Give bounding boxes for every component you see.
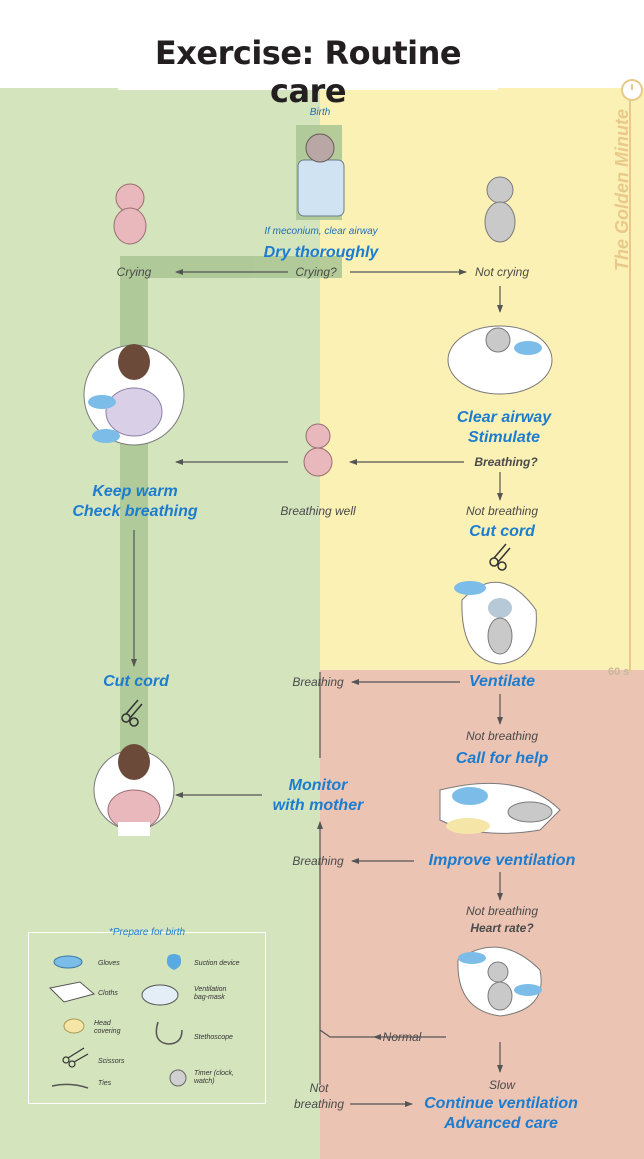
node-check-breathing: Check breathing	[72, 503, 198, 520]
legend-suction: Suction device	[194, 960, 240, 967]
node-cut-cord-1: Cut cord	[469, 523, 535, 540]
node-not-breathing-2: Not breathing	[465, 729, 539, 743]
baby-birth-illustration	[297, 133, 345, 217]
node-not-breathing-1: Not breathing	[465, 504, 539, 518]
node-breathing-question: Breathing?	[474, 455, 538, 469]
node-continue-ventilation: Continue ventilation	[424, 1095, 578, 1112]
node-breathing-1: Breathing	[292, 675, 344, 689]
node-advanced-care: Advanced care	[444, 1115, 558, 1132]
red-zone	[320, 670, 644, 1159]
stimulate-illustration	[447, 325, 553, 395]
legend-scissors: Scissors	[98, 1058, 125, 1065]
improve-ventilation-illustration	[439, 782, 561, 834]
node-breathing-3: breathing	[293, 1097, 345, 1111]
mother-skin-to-skin-illustration	[83, 344, 185, 446]
legend-cloths: Cloths	[98, 990, 118, 997]
node-heart-rate-question: Heart rate?	[470, 921, 534, 935]
scissors-illustration-1	[489, 543, 511, 571]
node-not-crying: Not crying	[474, 265, 530, 279]
legend-gloves: Gloves	[98, 960, 120, 967]
gloves-icon	[53, 955, 83, 969]
node-breathing-2: Breathing	[292, 854, 344, 868]
sixty-seconds-mark: 60 s	[608, 666, 630, 678]
legend-ties: Ties	[98, 1080, 112, 1087]
legend-stethoscope: Stethoscope	[194, 1034, 233, 1041]
baby-breathing-well-illustration	[303, 423, 333, 477]
legend-title: *Prepare for birth	[108, 927, 186, 938]
legend-head-covering: Head covering	[94, 1020, 121, 1035]
equipment-legend: *Prepare for birth	[28, 927, 266, 1104]
node-not: Not	[309, 1081, 329, 1095]
scissors-icon	[62, 1047, 89, 1068]
node-slow: Slow	[488, 1078, 515, 1092]
node-with-mother: with mother	[272, 797, 364, 814]
baby-not-crying-illustration	[484, 176, 516, 243]
node-breathing-well: Breathing well	[280, 504, 356, 518]
scissors-illustration-2	[121, 699, 143, 727]
node-normal: Normal	[382, 1030, 422, 1044]
node-crying-question: Crying?	[295, 265, 337, 279]
ventilation-bag-icon	[141, 984, 179, 1006]
node-monitor: Monitor	[288, 777, 348, 794]
ties-icon	[51, 1083, 89, 1089]
node-dry-thoroughly: Dry thoroughly	[263, 244, 379, 261]
node-clear-airway: Clear airway	[456, 409, 552, 426]
cloths-icon	[48, 981, 96, 1003]
node-improve-ventilation: Improve ventilation	[428, 852, 576, 869]
node-birth: Birth	[309, 107, 331, 118]
suction-device-icon	[166, 954, 182, 970]
node-cut-cord-2: Cut cord	[103, 673, 169, 690]
page-title: Exercise: Routine care	[154, 34, 462, 110]
legend-timer: Timer (clock, watch)	[194, 1070, 234, 1085]
legend-icons	[48, 954, 187, 1089]
timer-legend-icon	[169, 1069, 187, 1087]
node-stimulate: Stimulate	[467, 429, 540, 446]
mother-monitor-illustration	[93, 744, 175, 836]
baby-crying-illustration	[113, 183, 147, 245]
head-covering-icon	[63, 1018, 85, 1034]
ventilate-illustration	[454, 581, 537, 665]
golden-minute-label: The Golden Minute	[612, 109, 632, 271]
node-not-breathing-3: Not breathing	[465, 904, 539, 918]
title-area	[118, 12, 498, 90]
legend-bag: Ventilation bag-mask	[194, 986, 227, 1001]
node-keep-warm: Keep warm	[92, 483, 178, 500]
node-crying: Crying	[116, 265, 152, 279]
node-meconium: If meconium, clear airway	[264, 226, 378, 237]
stethoscope-icon	[155, 1021, 183, 1045]
node-call-for-help: Call for help	[455, 750, 549, 767]
heart-rate-illustration	[457, 946, 542, 1017]
node-ventilate: Ventilate	[468, 673, 536, 690]
